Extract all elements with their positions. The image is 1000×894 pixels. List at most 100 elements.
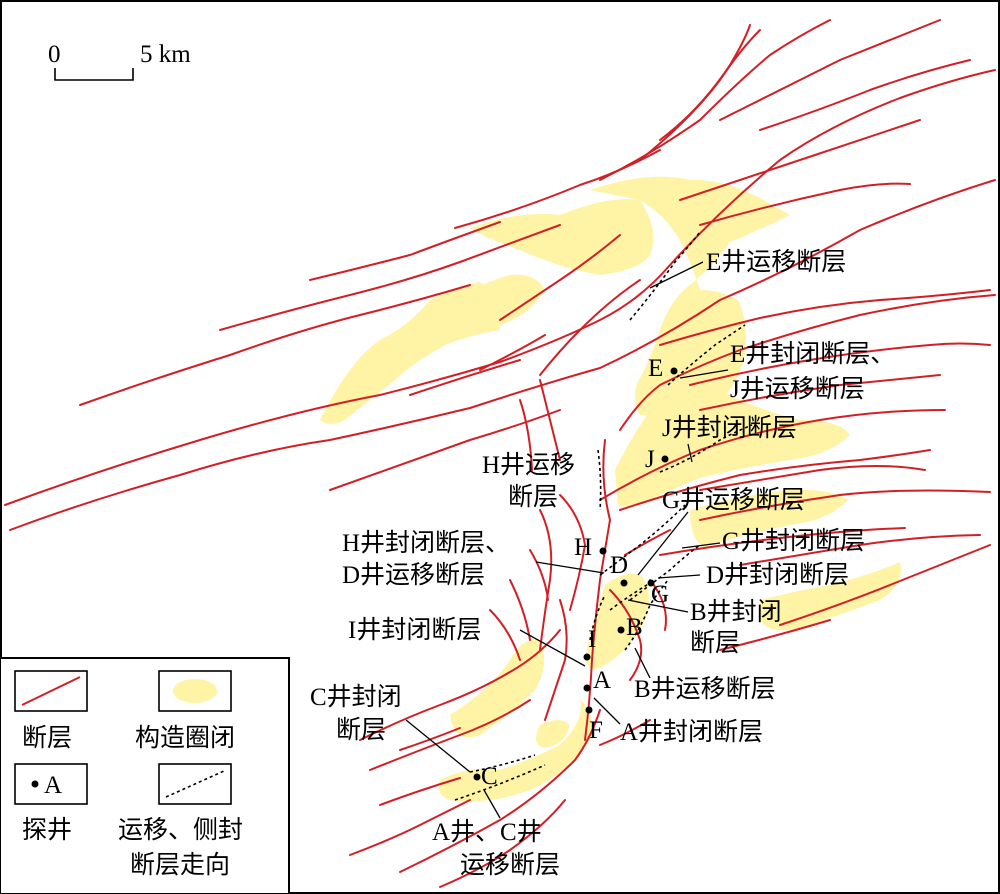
direction-line [624, 579, 669, 651]
well-dot-e [670, 367, 678, 375]
fault-line [619, 449, 931, 511]
leader-line [627, 599, 689, 613]
label-a-seal: A井封闭断层 [620, 718, 763, 746]
closure-north-west [470, 199, 654, 275]
fault-line [659, 527, 906, 556]
closures [320, 176, 901, 802]
well-label-b: B [626, 614, 643, 641]
fault-line [719, 19, 941, 121]
well-label-a: A [593, 667, 611, 694]
fault-line [379, 777, 461, 806]
fault-line [349, 799, 471, 856]
legend-well-symbol: A [44, 772, 62, 799]
fault-line [479, 334, 546, 371]
label-h-seal-line1: H井封闭断层、 [342, 529, 510, 557]
leader-line [649, 261, 704, 289]
well-dot-b [617, 626, 625, 634]
fault-line [369, 699, 531, 771]
fault-line [499, 234, 621, 321]
label-e-seal-line2: J井运移断层 [730, 375, 865, 403]
fault-line [699, 465, 926, 491]
direction-line [659, 424, 753, 473]
well-dot-h [599, 547, 607, 555]
scale-zero: 0 [48, 41, 61, 68]
fault-line [659, 289, 991, 346]
well-dot-f [585, 706, 593, 714]
legend-closure-label: 构造圈闭 [135, 724, 235, 752]
direction-line [667, 324, 746, 386]
well-label-f: F [589, 717, 603, 744]
wells: E J H D G B I A F C [473, 355, 678, 790]
label-ac-migration-line2: 运移断层 [460, 851, 560, 879]
direction-line [629, 544, 701, 601]
fault-line [599, 409, 946, 501]
leader-line [535, 561, 605, 574]
closure-east [760, 562, 901, 631]
fault-line [489, 609, 521, 661]
well-label-e: E [648, 355, 663, 382]
well-dot-a [583, 684, 591, 692]
fault-line [599, 19, 831, 181]
leader-lines [405, 261, 729, 819]
fault-line [779, 544, 991, 626]
leader-line [593, 697, 621, 725]
fault-line [539, 379, 561, 461]
label-e-seal-line1: E井封闭断层、 [730, 340, 895, 368]
fault-line [519, 399, 533, 471]
fault-line [739, 534, 981, 566]
legend-closure-box [158, 670, 232, 712]
legend-well-dot [31, 780, 39, 788]
label-b-seal-line2: 断层 [690, 629, 740, 657]
fault-line [329, 409, 561, 491]
label-e-migration: E井运移断层 [706, 248, 846, 276]
label-h-migration-line1: H井运移 [482, 451, 575, 479]
faults [4, 19, 996, 888]
leader-line [681, 542, 721, 549]
legend-well-label: 探井 [22, 816, 72, 844]
closure-ne [590, 176, 790, 416]
scale-bar-line [54, 68, 134, 81]
label-j-seal: J井封闭断层 [662, 414, 797, 442]
fault-line [309, 221, 501, 281]
legend-closure-symbol [173, 679, 217, 703]
direction-line [469, 754, 536, 773]
direction-line [454, 764, 546, 801]
fault-line [539, 509, 553, 651]
label-h-seal-line2: D井运移断层 [342, 561, 485, 589]
fault-line [689, 342, 991, 386]
leader-line [637, 511, 689, 576]
label-b-migration: B井运移断层 [634, 675, 776, 703]
fault-line [659, 24, 751, 141]
closure-west-2 [435, 274, 545, 329]
direction-line [629, 231, 701, 321]
well-dot-c [473, 773, 481, 781]
fault-line [359, 629, 561, 741]
well-label-j: J [645, 446, 655, 473]
fault-line [699, 374, 941, 411]
label-ac-migration-line1: A井、C井 [432, 818, 542, 846]
closure-abi [585, 573, 649, 669]
fault-line [619, 294, 996, 431]
fault-line [509, 579, 531, 641]
fault-line [544, 599, 568, 721]
leader-line [634, 647, 651, 679]
legend: 断层 构造圈闭 A 探井 运移、侧封 断层走向 [0, 657, 290, 894]
well-dot-g [647, 579, 655, 587]
legend-fault-label: 断层 [22, 724, 72, 752]
label-g-seal: G井封闭断层 [722, 527, 865, 555]
fault-line [539, 279, 641, 376]
leader-line [405, 719, 471, 773]
leader-line [519, 629, 586, 667]
legend-direction-line1: 运移、侧封 [118, 816, 243, 844]
label-d-seal: D井封闭断层 [706, 561, 849, 589]
label-g-migration: G井运移断层 [662, 486, 805, 514]
fault-line [454, 149, 661, 229]
scale-bar: 0 5 km [48, 41, 191, 81]
leader-line [657, 574, 701, 579]
fault-line [559, 494, 586, 611]
scale-end: 5 km [140, 41, 191, 68]
fault-line [79, 284, 471, 406]
leader-line [687, 443, 693, 463]
